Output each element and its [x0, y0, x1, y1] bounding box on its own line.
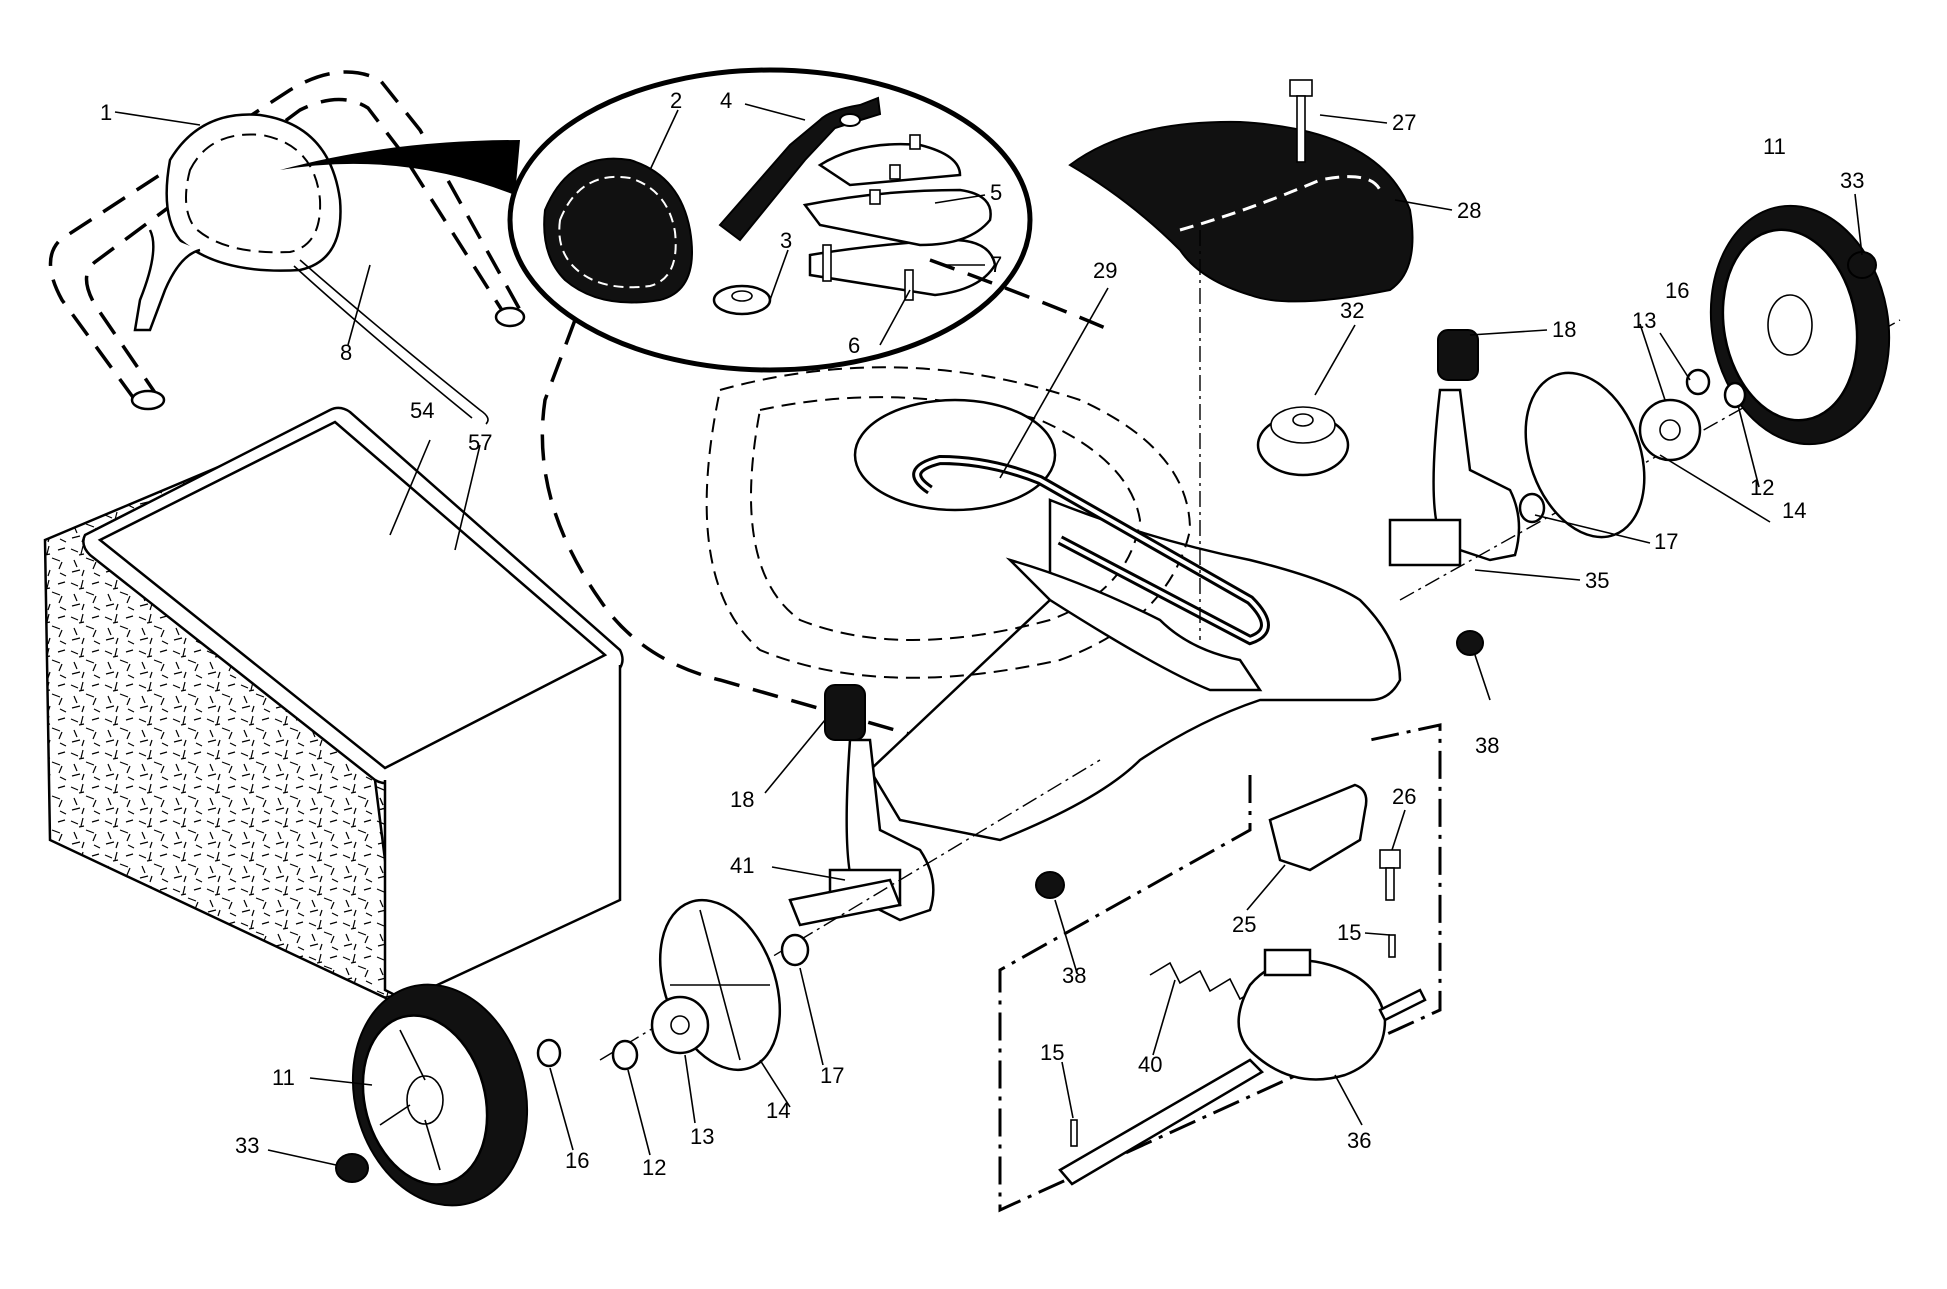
callout-28: 28	[1457, 198, 1481, 223]
callout-16-upper: 16	[1665, 278, 1689, 303]
callout-11-upper: 11	[1763, 134, 1786, 159]
callout-27: 27	[1392, 110, 1416, 135]
drive-belt	[912, 454, 1270, 646]
callout-12-lower: 12	[642, 1155, 666, 1180]
callout-18-lower: 18	[730, 787, 754, 812]
leader-lines	[114, 103, 1863, 1166]
callout-15-lower: 15	[1040, 1040, 1064, 1065]
transmission-bracket	[1268, 783, 1368, 872]
transmission-bolt	[1379, 849, 1401, 901]
cover-bolt	[1289, 79, 1313, 163]
callout-18-upper: 18	[1552, 317, 1576, 342]
left-wheel	[351, 983, 529, 1207]
right-wheel-cover	[1524, 371, 1646, 539]
callout-6: 6	[848, 333, 860, 358]
detail-plates	[802, 134, 997, 297]
callout-57: 57	[468, 430, 492, 455]
callout-33-upper: 33	[1840, 168, 1864, 193]
discharge-cover	[1068, 120, 1414, 303]
callout-41: 41	[730, 853, 754, 878]
callout-4: 4	[720, 88, 732, 113]
callout-29: 29	[1093, 258, 1117, 283]
callout-35: 35	[1585, 568, 1609, 593]
callout-8: 8	[340, 340, 352, 365]
mower-deck	[540, 258, 1402, 842]
callout-15-upper: 15	[1337, 920, 1361, 945]
callout-17-upper: 17	[1654, 529, 1678, 554]
right-wheel	[1709, 204, 1891, 446]
callout-33-lower: 33	[235, 1133, 259, 1158]
callout-7: 7	[990, 252, 1002, 277]
detail-screws	[822, 244, 914, 301]
blade-opening	[853, 398, 1263, 692]
callout-32: 32	[1340, 298, 1364, 323]
right-gear	[1638, 398, 1702, 462]
left-gear	[650, 995, 710, 1055]
callout-2: 2	[670, 88, 682, 113]
callout-13-upper: 13	[1632, 308, 1656, 333]
drive-pulley	[1256, 406, 1350, 477]
drive-shaft	[1058, 988, 1427, 1186]
control-cable	[293, 259, 489, 425]
control-housing	[165, 113, 342, 272]
callout-17-lower: 17	[820, 1063, 844, 1088]
roll-pins	[1070, 934, 1396, 1147]
callout-13-lower: 13	[690, 1124, 714, 1149]
bail-lever	[133, 229, 201, 332]
callout-14-lower: 14	[766, 1098, 790, 1123]
grass-bag-frame	[82, 406, 624, 1002]
callout-25: 25	[1232, 912, 1256, 937]
callout-54: 54	[410, 398, 434, 423]
detail-knob	[712, 284, 772, 316]
upper-handle	[48, 70, 526, 411]
callout-38-lower: 38	[1062, 963, 1086, 988]
callout-26: 26	[1392, 784, 1416, 809]
callout-12-upper: 12	[1750, 475, 1774, 500]
callout-5: 5	[990, 180, 1002, 205]
transmission-outline	[998, 723, 1442, 1213]
callout-labels: 1 2 3 4 5 6 7 8 11 11 12 12 13 13 14 14 …	[100, 88, 1864, 1180]
left-wheel-cover	[658, 898, 782, 1072]
detail-lever	[718, 96, 882, 242]
callout-3: 3	[780, 228, 792, 253]
left-height-adjuster	[788, 684, 935, 927]
detail-cover	[543, 157, 693, 304]
callout-38-upper: 38	[1475, 733, 1499, 758]
transmission	[1237, 948, 1387, 1081]
callout-36: 36	[1347, 1128, 1371, 1153]
callout-1: 1	[100, 100, 112, 125]
callout-14-upper: 14	[1782, 498, 1806, 523]
left-washers	[335, 933, 810, 1183]
callout-11-lower: 11	[272, 1065, 295, 1090]
callout-40: 40	[1138, 1052, 1162, 1077]
right-height-adjuster	[1388, 329, 1521, 567]
callout-16-lower: 16	[565, 1148, 589, 1173]
